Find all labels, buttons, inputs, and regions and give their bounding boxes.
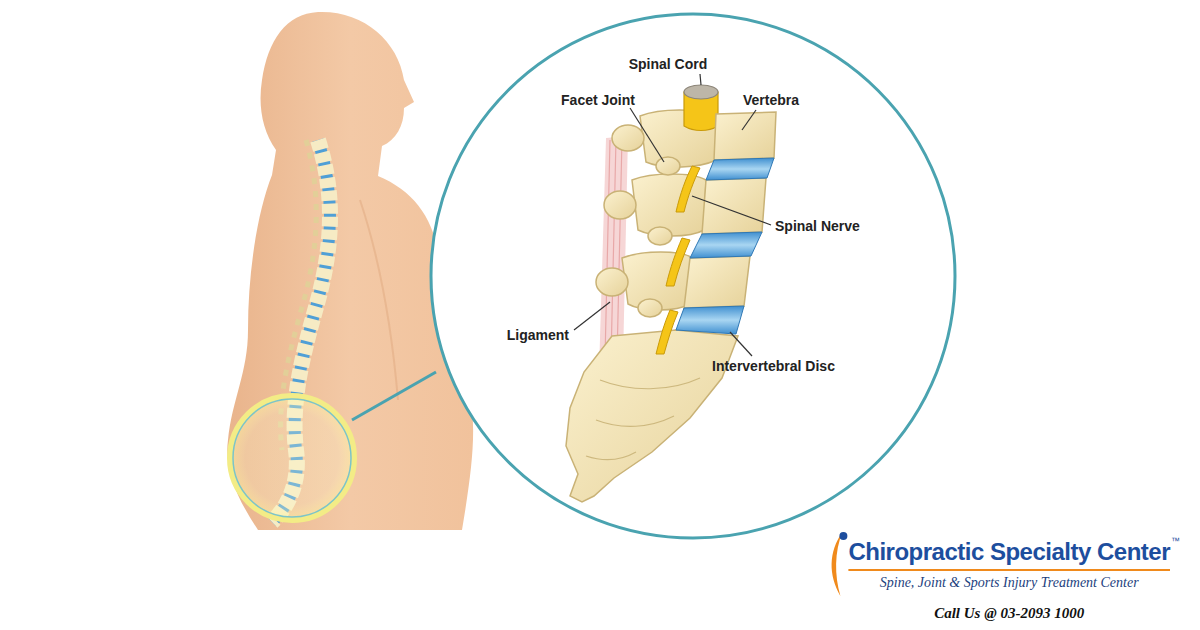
leader-lines (574, 74, 771, 356)
part-label: Vertebra (743, 92, 799, 109)
part-label: Ligament (507, 327, 569, 344)
highlight-circle-inner (233, 399, 351, 517)
tagline: Spine, Joint & Sports Injury Treatment C… (880, 574, 1139, 591)
arm-shade (360, 200, 398, 400)
sacrum (566, 330, 738, 502)
zoom-circle (431, 14, 955, 538)
part-label: Intervertebral Disc (712, 358, 835, 375)
vertebral-bodies (684, 112, 776, 308)
intervertebral-discs (676, 158, 774, 334)
zoom-line (352, 372, 436, 420)
trademark: ™ (1171, 536, 1180, 546)
logo-swoosh (832, 532, 843, 596)
spinal-nerves (656, 166, 700, 354)
phone-number: Call Us @ 03-2093 1000 (934, 604, 1084, 622)
part-label: Spinal Nerve (775, 218, 860, 235)
part-label: Spinal Cord (629, 56, 708, 73)
highlight-circle (230, 396, 354, 520)
sacrum-detail (586, 378, 700, 459)
part-label: Facet Joint (561, 92, 635, 109)
brand-name: Chiropractic Specialty Center (848, 538, 1170, 566)
logo-rule (848, 569, 1170, 571)
spinal-cord (684, 85, 718, 131)
logo-head (839, 532, 847, 540)
